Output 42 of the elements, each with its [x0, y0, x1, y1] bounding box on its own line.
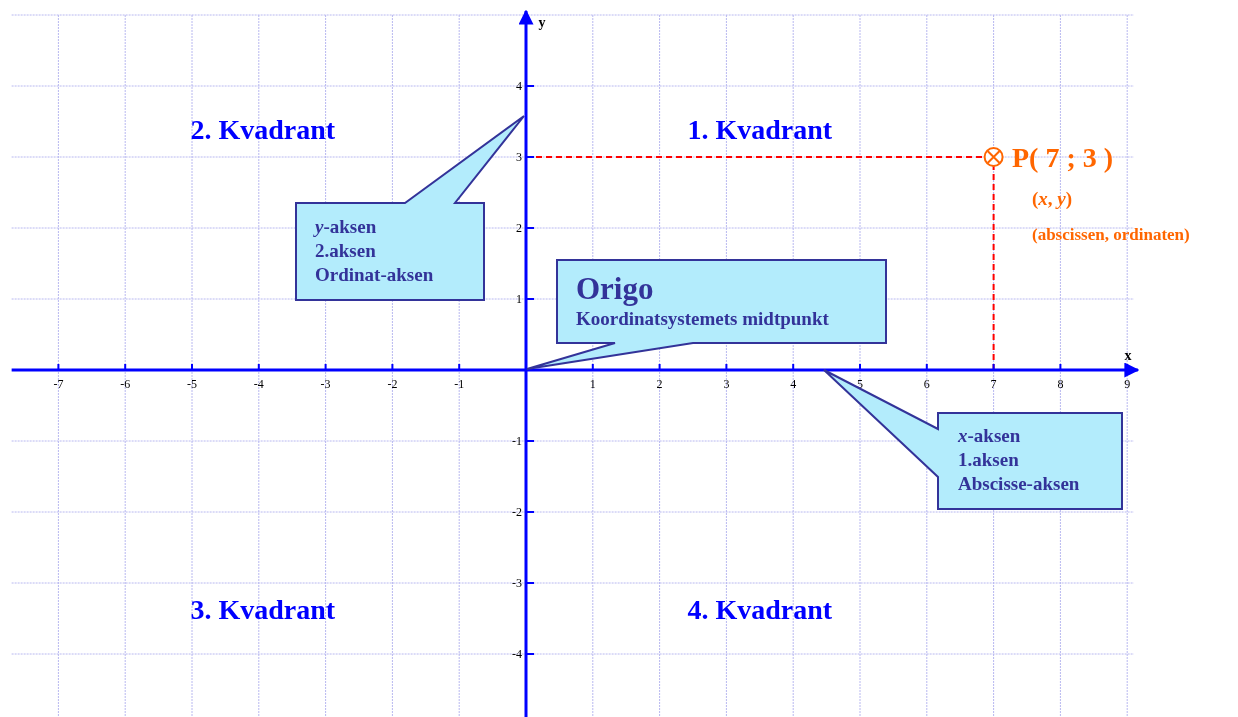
quadrant-label: 2. Kvadrant [190, 114, 336, 146]
tick-label: 2 [516, 221, 522, 235]
tick-label: -7 [53, 377, 64, 391]
tick-label: -2 [512, 505, 522, 519]
tick-label: -1 [512, 434, 522, 448]
tick-label: -5 [187, 377, 197, 391]
callout-text: Koordinatsystemets midtpunkt [576, 307, 829, 331]
callout-text: x-aksen [958, 424, 1021, 448]
point-label: (abscissen, ordinaten) [1032, 223, 1190, 245]
tick-label: 4 [790, 377, 797, 391]
axis-label: x [1124, 348, 1132, 363]
callout-text: y-aksen [315, 215, 377, 239]
tick-label: -4 [253, 377, 264, 391]
quadrant-label: 1. Kvadrant [687, 114, 833, 146]
tick-label: 8 [1057, 377, 1064, 391]
callout-text: 1.aksen [958, 448, 1019, 472]
tick-label: -3 [320, 377, 331, 391]
quadrant-label: 3. Kvadrant [190, 594, 336, 626]
tick-label: 1 [589, 377, 596, 391]
tick-label: 3 [723, 377, 730, 391]
callout-bubble [526, 259, 888, 370]
callout-text: Abscisse-aksen [958, 472, 1080, 496]
point-label: (x, y) [1032, 186, 1073, 210]
callout-title: Origo [576, 271, 654, 307]
tick-label: 4 [516, 79, 522, 93]
tick-label: 7 [990, 377, 997, 391]
callout-bubble [823, 369, 1124, 511]
tick-label: 3 [516, 150, 522, 164]
tick-label: -1 [454, 377, 465, 391]
tick-label: -4 [512, 647, 522, 661]
tick-label: 2 [656, 377, 663, 391]
axis-label: y [538, 15, 546, 30]
tick-label: 1 [516, 292, 522, 306]
tick-label: -2 [387, 377, 398, 391]
tick-label: -3 [512, 576, 522, 590]
tick-label: -6 [120, 377, 131, 391]
tick-label: 9 [1124, 377, 1131, 391]
callout-text: 2.aksen [315, 239, 376, 263]
callout-text: Ordinat-aksen [315, 263, 434, 287]
tick-label: 6 [923, 377, 930, 391]
quadrant-label: 4. Kvadrant [687, 594, 833, 626]
point-label: P( 7 ; 3 ) [1012, 142, 1114, 174]
